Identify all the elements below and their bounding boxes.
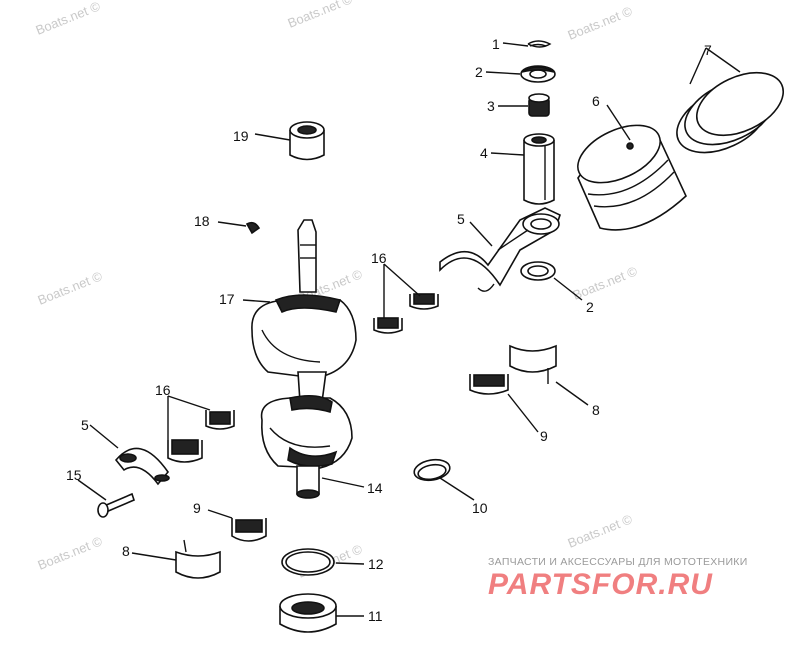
callout-3: 3 xyxy=(487,98,495,114)
part-snap-ring xyxy=(413,458,451,482)
callout-8-right: 8 xyxy=(592,402,600,418)
part-piston-rings xyxy=(676,71,785,154)
callout-9-left: 9 xyxy=(193,500,201,516)
part-needle-bearing xyxy=(528,93,550,117)
watermark: Boats.net © xyxy=(34,0,103,38)
banner-tagline: ЗАПЧАСТИ И АКСЕССУАРЫ ДЛЯ МОТОТЕХНИКИ xyxy=(488,556,748,568)
part-roller-bearing-cage xyxy=(167,410,235,463)
leader-lines xyxy=(77,42,741,617)
part-oil-seal xyxy=(279,593,337,633)
part-bearing-shell xyxy=(231,518,267,542)
part-retaining-clip xyxy=(527,40,552,48)
part-thrust-washer xyxy=(520,65,556,83)
part-woodruff-key xyxy=(245,221,261,235)
callout-16-upper: 16 xyxy=(371,250,387,266)
part-bearing-sleeve xyxy=(289,121,325,161)
watermark: Boats.net © xyxy=(286,0,355,31)
part-bearing-shell xyxy=(469,374,509,395)
callout-6: 6 xyxy=(592,93,600,109)
watermark: Boats.net © xyxy=(566,511,635,551)
watermark: Boats.net © xyxy=(571,263,640,303)
callout-10: 10 xyxy=(472,500,488,516)
part-o-ring xyxy=(281,548,335,576)
callout-19: 19 xyxy=(233,128,249,144)
callout-17: 17 xyxy=(219,291,235,307)
watermark: Boats.net © xyxy=(36,268,105,308)
part-piston xyxy=(577,124,687,231)
part-thrust-washer xyxy=(520,261,556,281)
callout-4: 4 xyxy=(480,145,488,161)
callout-1: 1 xyxy=(492,36,500,52)
callout-11: 11 xyxy=(368,608,383,624)
callout-7: 7 xyxy=(704,42,712,58)
callout-12: 12 xyxy=(368,556,384,572)
callout-5: 5 xyxy=(457,211,465,227)
callout-2-lower: 2 xyxy=(586,299,594,315)
callout-14: 14 xyxy=(367,480,383,496)
part-connecting-rod xyxy=(439,207,561,292)
part-piston-pin xyxy=(523,133,555,205)
part-bearing-race xyxy=(175,539,221,579)
watermark: Boats.net © xyxy=(36,533,105,573)
part-rod-cap xyxy=(114,447,170,486)
callout-2: 2 xyxy=(475,64,483,80)
part-crankshaft xyxy=(251,219,357,499)
part-rod-bolt xyxy=(97,492,135,518)
callout-8-left: 8 xyxy=(122,543,130,559)
callout-9-right: 9 xyxy=(540,428,548,444)
part-roller-bearing-cage xyxy=(373,293,439,334)
partsfor-banner[interactable]: ЗАПЧАСТИ И АКСЕССУАРЫ ДЛЯ МОТОТЕХНИКИ PA… xyxy=(488,556,788,602)
callout-5-lower: 5 xyxy=(81,417,89,433)
watermark: Boats.net © xyxy=(566,3,635,43)
part-bearing-race xyxy=(509,344,557,384)
banner-logo-text: PARTSFOR.RU xyxy=(488,568,713,601)
callout-18: 18 xyxy=(194,213,210,229)
callout-15: 15 xyxy=(66,467,82,483)
callout-16-lower: 16 xyxy=(155,382,171,398)
